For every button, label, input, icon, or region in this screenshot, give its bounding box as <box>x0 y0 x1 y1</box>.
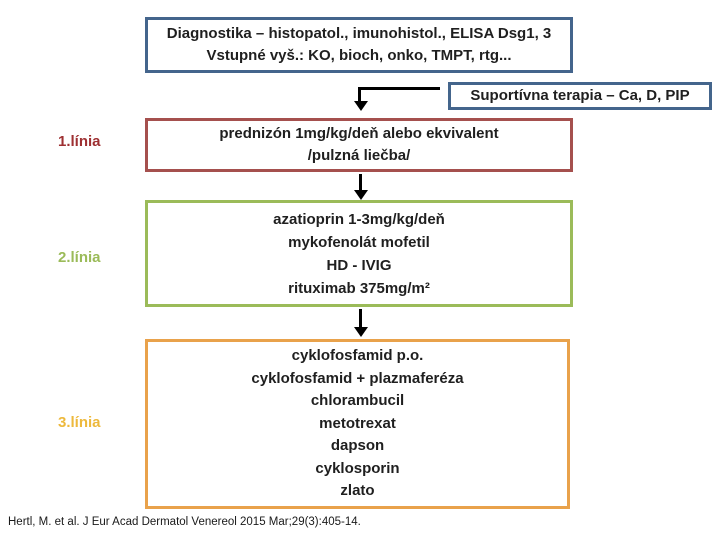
connector-line <box>359 174 362 191</box>
line-1-label: 1.línia <box>58 133 101 150</box>
supportive-therapy-box: Suportívna terapia – Ca, D, PIP <box>448 82 712 110</box>
connector-line <box>359 309 362 328</box>
treatment-item: metotrexat <box>319 414 396 432</box>
treatment-item: chlorambucil <box>310 392 405 410</box>
treatment-item: cyklosporin <box>315 459 400 477</box>
diagnostics-box: Diagnostika – histopatol., imunohistol.,… <box>145 17 573 73</box>
treatment-item: /pulzná liečba/ <box>307 147 411 164</box>
diagnostics-line-1: Diagnostika – histopatol., imunohistol.,… <box>166 25 552 42</box>
treatment-item: cyklofosfamid + plazmaferéza <box>251 369 464 387</box>
treatment-item: prednizón 1mg/kg/deň alebo ekvivalent <box>219 125 499 142</box>
diagnostics-line-2: Vstupné vyš.: KO, bioch, onko, TMPT, rtg… <box>206 47 512 64</box>
treatment-item: cyklofosfamid p.o. <box>291 347 424 365</box>
supportive-therapy-label: Suportívna terapia – Ca, D, PIP <box>470 87 690 104</box>
treatment-item: dapson <box>330 437 385 455</box>
treatment-item: azatioprin 1-3mg/kg/deň <box>273 210 445 228</box>
citation-text: Hertl, M. et al. J Eur Acad Dermatol Ven… <box>8 516 361 528</box>
line-2-label: 2.línia <box>58 249 101 266</box>
elbow-connector <box>358 87 440 105</box>
treatment-item: zlato <box>340 482 375 500</box>
treatment-item: rituximab 375mg/m² <box>288 279 430 297</box>
line-3-treatment-box: cyklofosfamid p.o. cyklofosfamid + plazm… <box>145 339 570 509</box>
treatment-item: mykofenolát mofetil <box>288 233 430 251</box>
line-3-label: 3.línia <box>58 414 101 431</box>
treatment-item: HD - IVIG <box>326 256 392 274</box>
arrow-down-icon <box>354 101 368 111</box>
line-1-treatment-box: prednizón 1mg/kg/deň alebo ekvivalent /p… <box>145 118 573 172</box>
line-2-treatment-box: azatioprin 1-3mg/kg/deň mykofenolát mofe… <box>145 200 573 307</box>
arrow-down-icon <box>354 327 368 337</box>
arrow-down-icon <box>354 190 368 200</box>
